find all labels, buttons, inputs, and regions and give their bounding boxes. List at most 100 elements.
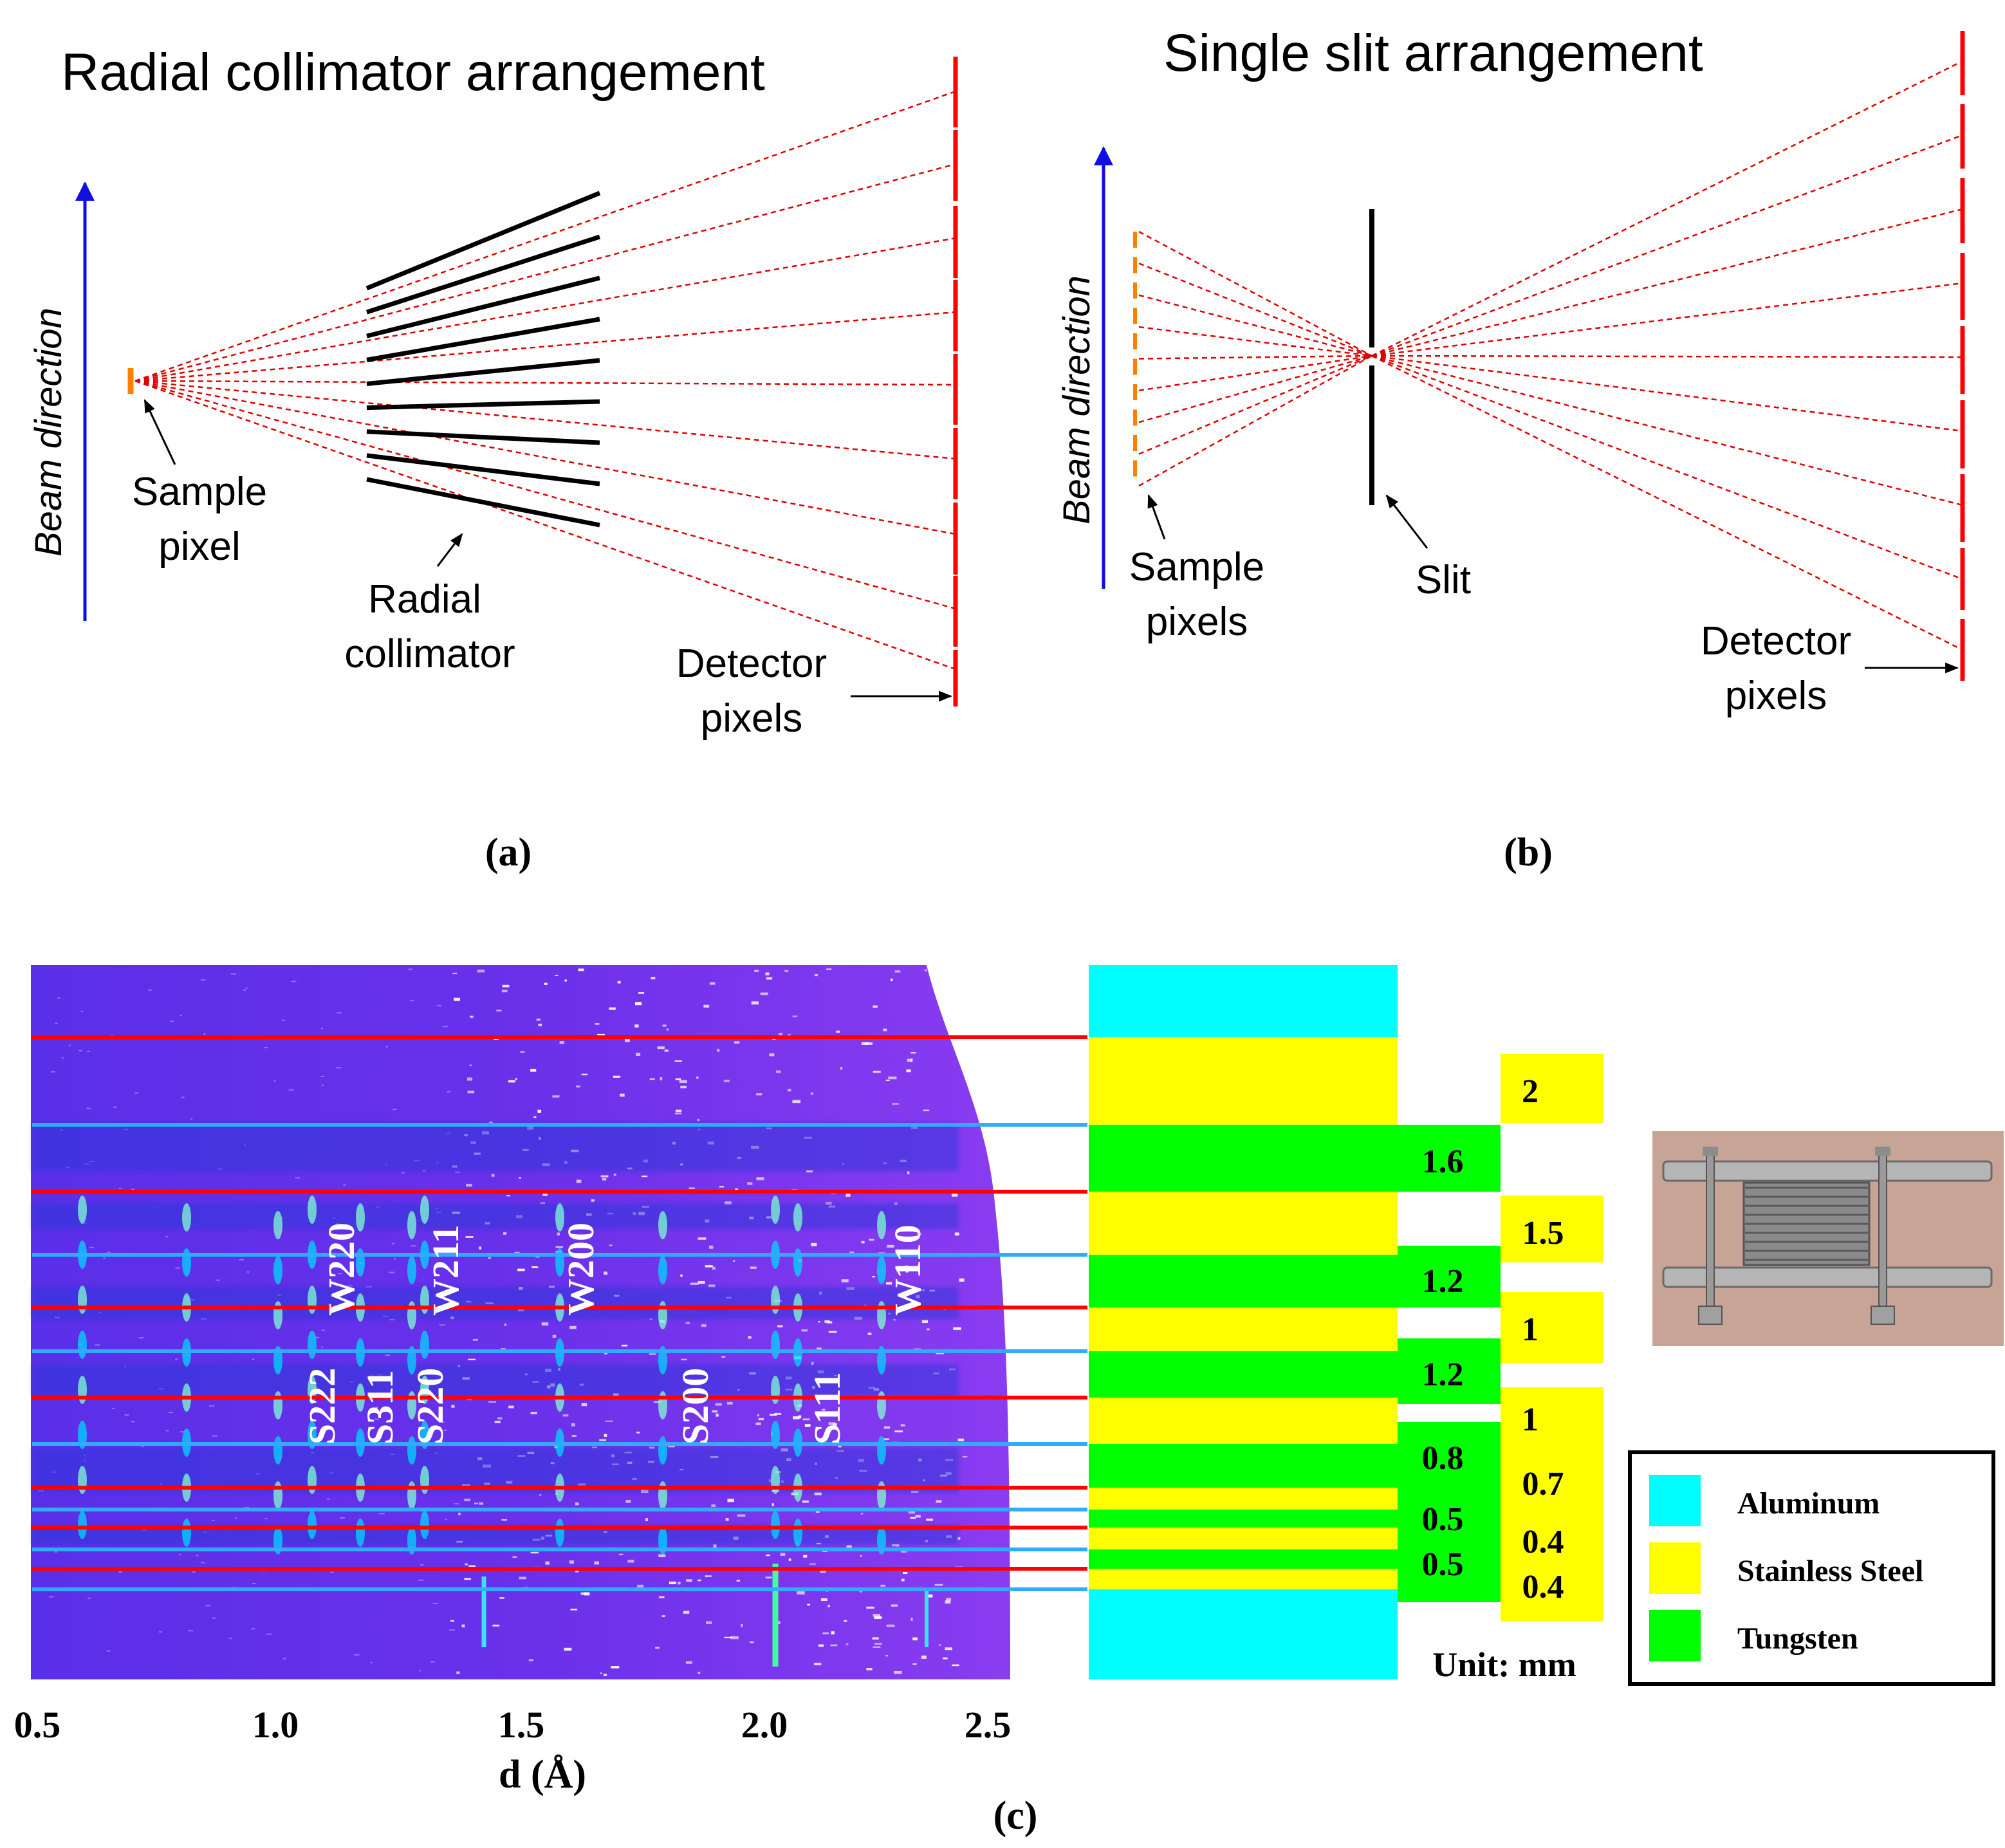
noise-speck [777, 1325, 783, 1327]
thickness-labels: 1.6 1.2 1.2 0.8 0.5 0.5 2 1.5 1 1 0.7 0.… [1422, 1073, 1564, 1605]
beam-direction-label-a: Beam direction [28, 308, 69, 557]
peak-spot [308, 1196, 317, 1224]
noise-speck [479, 1502, 483, 1505]
noise-speck [581, 1073, 588, 1076]
noise-speck [883, 1438, 890, 1441]
noise-speck [497, 1417, 503, 1420]
noise-speck [711, 1504, 716, 1508]
holder-stack-layers [1745, 1187, 1868, 1261]
noise-speck [658, 1596, 665, 1598]
noise-speck [320, 1075, 325, 1077]
noise-speck [883, 1028, 887, 1031]
sample-label-b-1: Sample [1129, 545, 1264, 589]
noise-speck [896, 1544, 900, 1547]
noise-speck [679, 1080, 687, 1084]
peak-spot [78, 1331, 87, 1359]
peak-spot [308, 1466, 317, 1494]
noise-speck [499, 1596, 504, 1599]
noise-speck [205, 1605, 211, 1607]
noise-speck [946, 1598, 952, 1601]
peak-label-s222: S222 [301, 1368, 343, 1445]
peak-spot [407, 1256, 416, 1284]
peak-spot [78, 1196, 87, 1224]
noise-speck [680, 1274, 683, 1277]
noise-speck [456, 1671, 460, 1674]
noise-speck [868, 1239, 874, 1241]
detector-label-b-2: pixels [1725, 674, 1827, 718]
noise-speck [792, 1015, 798, 1017]
peak-spot [877, 1211, 886, 1239]
noise-speck [196, 1555, 199, 1557]
noise-speck [488, 1401, 496, 1403]
noise-speck [389, 1271, 395, 1273]
noise-speck [921, 1655, 927, 1659]
noise-speck [192, 1571, 196, 1573]
noise-speck [787, 1089, 791, 1092]
noise-speck [736, 1580, 741, 1582]
unit-label: Unit: mm [1432, 1645, 1576, 1684]
noise-speck [727, 1499, 735, 1502]
noise-speck [827, 1605, 831, 1607]
noise-speck [756, 1093, 762, 1096]
noise-speck [803, 1555, 808, 1558]
noise-speck [905, 1270, 909, 1273]
ray [134, 163, 956, 382]
noise-speck [885, 1282, 892, 1285]
ray [1371, 60, 1963, 357]
noise-speck [555, 1246, 563, 1248]
noise-speck [599, 1439, 607, 1441]
noise-speck [921, 1320, 929, 1323]
spectrum-streaks [32, 1123, 959, 1544]
noise-speck [467, 1077, 473, 1081]
noise-speck [741, 1624, 743, 1627]
noise-speck [709, 982, 716, 985]
noise-speck [449, 1629, 455, 1631]
peak-spot [78, 1376, 87, 1404]
legend-swatch-aluminum [1649, 1475, 1701, 1526]
peak-spot [877, 1301, 886, 1329]
noise-speck [385, 1354, 391, 1356]
noise-speck [165, 1430, 169, 1432]
noise-speck [452, 972, 457, 975]
holder-nut-right [1871, 1306, 1895, 1325]
peak-spot [420, 1331, 429, 1359]
noise-speck [830, 1644, 838, 1647]
noise-speck [705, 1265, 713, 1268]
peak-spot [273, 1481, 282, 1510]
sample-layer [1089, 1398, 1398, 1444]
noise-speck [591, 1199, 595, 1202]
noise-speck [627, 1559, 634, 1563]
noise-speck [530, 1069, 537, 1072]
noise-speck [321, 1084, 324, 1086]
noise-speck [880, 1584, 885, 1587]
noise-speck [138, 1337, 144, 1339]
noise-speck [715, 1403, 722, 1406]
noise-speck [469, 1064, 472, 1066]
noise-speck [892, 1544, 896, 1547]
noise-speck [245, 987, 248, 989]
noise-speck [893, 1319, 896, 1321]
noise-speck [725, 1201, 732, 1205]
noise-speck [769, 1053, 775, 1057]
holder-bolt-head-left [1703, 1147, 1718, 1156]
noise-speck [118, 1571, 122, 1573]
noise-speck [496, 1010, 502, 1012]
noise-speck [57, 997, 60, 999]
noise-speck [281, 1019, 286, 1021]
noise-speck [910, 1618, 913, 1621]
noise-speck [458, 1512, 461, 1515]
noise-speck [665, 1049, 669, 1052]
collimator-blade [366, 399, 600, 411]
peak-spot [658, 1391, 667, 1419]
noise-speck [86, 1107, 91, 1109]
noise-speck [809, 1563, 816, 1565]
noise-speck [472, 1338, 478, 1341]
noise-speck [465, 1563, 468, 1566]
noise-speck [288, 1089, 294, 1091]
ray [134, 237, 956, 382]
noise-speck [337, 1273, 342, 1275]
noise-speck [901, 1578, 905, 1582]
panel-a-title: Radial collimator arrangement [61, 43, 765, 102]
noise-speck [445, 1519, 448, 1520]
